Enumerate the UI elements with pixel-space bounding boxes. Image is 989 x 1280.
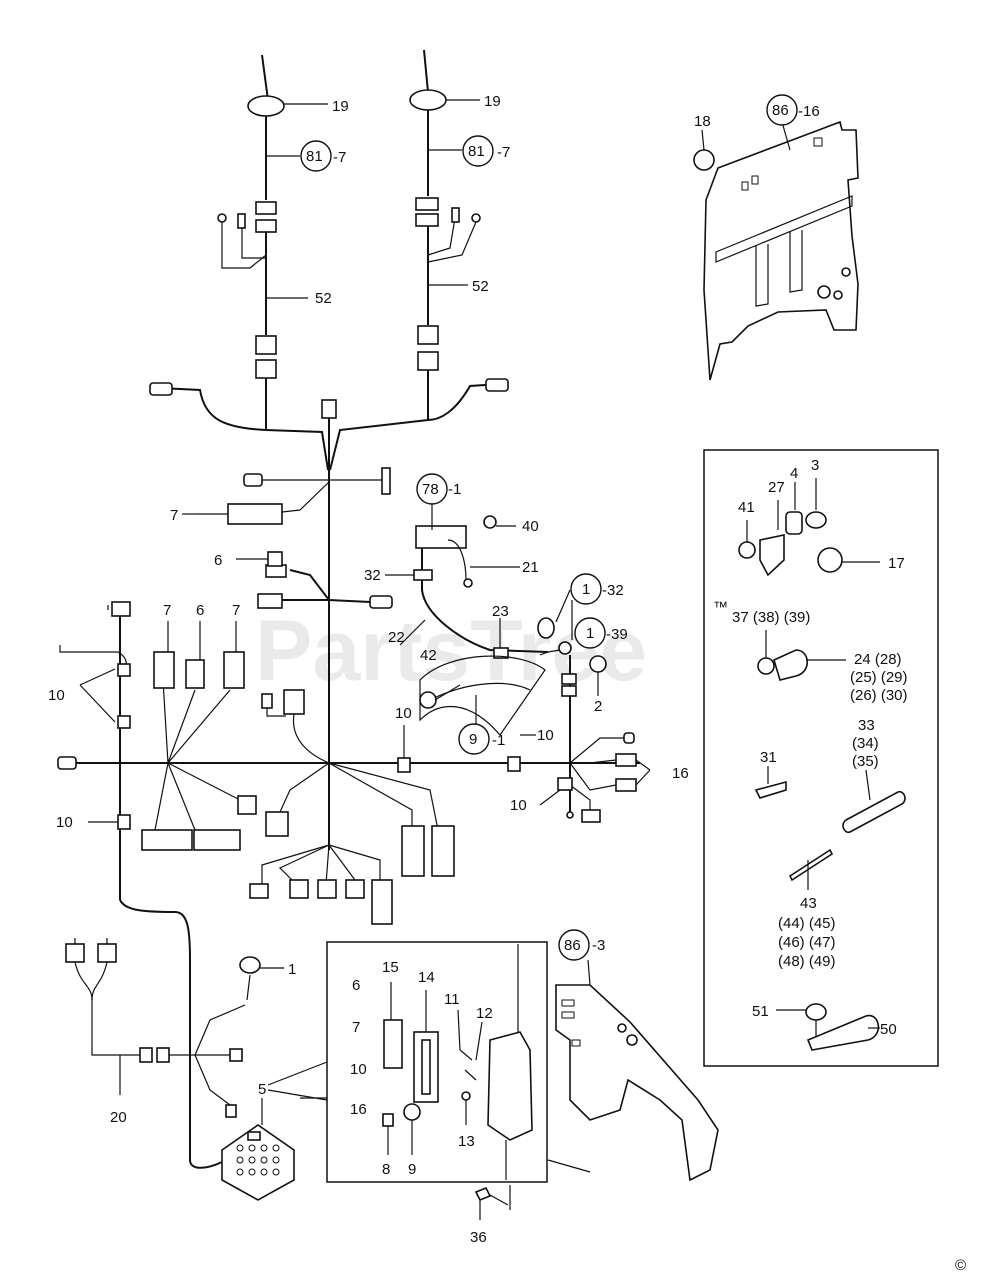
connector [255, 335, 277, 355]
connector [255, 219, 277, 233]
bracket-86-3 [555, 959, 719, 1182]
callout-86b-suffix: -3 [592, 937, 605, 954]
callout-2: 2 [594, 698, 602, 715]
callout-18: 18 [694, 113, 711, 130]
battery-cable-group [385, 500, 607, 738]
callout-43c: (46) (47) [778, 934, 836, 951]
callout-81a-suffix: -7 [333, 149, 346, 166]
callout-9-suffix: -1 [492, 732, 505, 749]
callout-86b: 86 [564, 937, 581, 954]
callout-4: 4 [790, 465, 798, 482]
right-upper-harness [409, 49, 481, 420]
callout-40: 40 [522, 518, 539, 535]
callout-10c: 10 [56, 814, 73, 831]
callout-41: 41 [738, 499, 755, 516]
callout-10b: 10 [395, 705, 412, 722]
callout-43a: 43 [800, 895, 817, 912]
callout-31: 31 [760, 749, 777, 766]
callout-43b: (44) (45) [778, 915, 836, 932]
callout-51: 51 [752, 1003, 769, 1020]
callout-24c: (26) (30) [850, 687, 908, 704]
right-branch: 10 10 16 [507, 655, 689, 823]
callout-3: 3 [811, 457, 819, 474]
callout-11: 11 [444, 991, 460, 1008]
callout-42: 42 [420, 647, 437, 664]
callout-23: 23 [492, 603, 509, 620]
callout-21: 21 [522, 559, 539, 576]
copyright: © [955, 1257, 966, 1274]
callout-6c: 6 [352, 977, 360, 994]
callout-10d: 10 [537, 727, 554, 744]
leader-lines [182, 513, 284, 969]
lower-branches: 10 [249, 705, 455, 925]
callout-15: 15 [382, 959, 399, 976]
callout-16a: 16 [672, 765, 689, 782]
callout-81b: 81 [468, 143, 485, 160]
left-upper-harness [217, 54, 328, 430]
callout-7a: 7 [170, 507, 178, 524]
callout-14: 14 [418, 969, 435, 986]
harness-junction [149, 378, 509, 471]
callout-81a: 81 [306, 148, 323, 165]
callout-78: 78 [422, 481, 439, 498]
callout-1b: 1 [586, 625, 594, 642]
connector [255, 359, 277, 379]
callout-22: 22 [388, 629, 405, 646]
callout-9: 9 [469, 731, 477, 748]
callout-7c: 7 [232, 602, 240, 619]
watermark: PartsTree [255, 603, 647, 699]
callout-10f: 10 [350, 1061, 367, 1078]
callout-86a-suffix: -16 [798, 103, 820, 120]
callout-1b-suffix: -39 [606, 626, 628, 643]
callout-12: 12 [476, 1005, 493, 1022]
callout-19b: 19 [484, 93, 501, 110]
hardware-inset [703, 449, 939, 1067]
callout-33b: (34) [852, 735, 879, 752]
callout-19a: 19 [332, 98, 349, 115]
callout-52a: 52 [315, 290, 332, 307]
callout-24a: 24 (28) [854, 651, 902, 668]
left-distribution: 10 10 [48, 601, 640, 1169]
callout-32: 32 [364, 567, 381, 584]
callout-81b-suffix: -7 [497, 144, 510, 161]
callout-50: 50 [880, 1021, 897, 1038]
callout-52b: 52 [472, 278, 489, 295]
grommet-19-left [247, 95, 285, 117]
callout-1a-suffix: -32 [602, 582, 624, 599]
callout-17: 17 [888, 555, 905, 572]
callout-36: 36 [470, 1229, 487, 1246]
callout-1: 1 [288, 961, 296, 978]
callout-33c: (35) [852, 753, 879, 770]
callout-43d: (48) (49) [778, 953, 836, 970]
main-trunk [196, 467, 393, 850]
connector [255, 201, 277, 215]
callout-27: 27 [768, 479, 785, 496]
callout-10e: 10 [510, 797, 527, 814]
callout-13: 13 [458, 1133, 475, 1150]
callout-16b: 16 [350, 1101, 367, 1118]
callout-33a: 33 [858, 717, 875, 734]
callout-5: 5 [258, 1081, 266, 1098]
grommet-19-right [409, 89, 447, 111]
fuse-box-inset [267, 941, 591, 1220]
callouts: 19 81 -7 52 19 81 -7 52 18 86 -16 7 78 -… [110, 93, 908, 1246]
callout-20: 20 [110, 1109, 127, 1126]
trademark: ™ [713, 599, 728, 616]
lower-left-module [65, 938, 295, 1201]
callout-24b: (25) (29) [850, 669, 908, 686]
callout-1a: 1 [582, 581, 590, 598]
callout-86a: 86 [772, 102, 789, 119]
callout-6a: 6 [214, 552, 222, 569]
callout-9b: 9 [408, 1161, 416, 1178]
callout-10a: 10 [48, 687, 65, 704]
callout-6b: 6 [196, 602, 204, 619]
callout-78-suffix: -1 [448, 481, 461, 498]
callout-37: 37 (38) (39) [732, 609, 810, 626]
panel-86-16 [693, 120, 859, 381]
callout-7b: 7 [163, 602, 171, 619]
callout-8: 8 [382, 1161, 390, 1178]
callout-7d: 7 [352, 1019, 360, 1036]
